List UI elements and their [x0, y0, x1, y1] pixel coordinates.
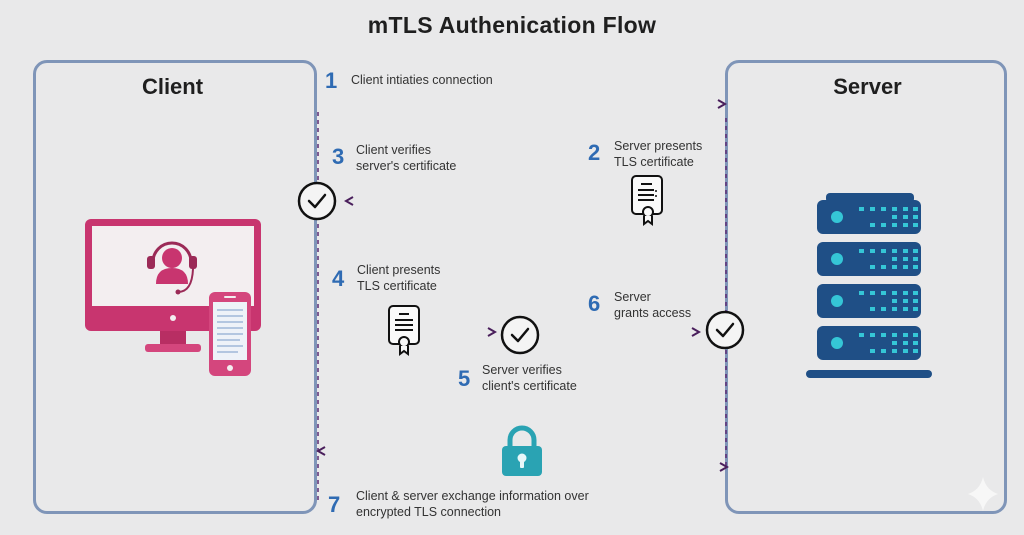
checkmark-circle-icon — [500, 315, 540, 355]
checkmark-circle-icon — [297, 181, 337, 221]
server-led — [903, 307, 908, 311]
server-led — [892, 341, 897, 345]
server-rack-icon — [806, 193, 932, 378]
server-led — [881, 291, 886, 295]
server-led — [903, 223, 908, 227]
step-text-line1: Client presents — [357, 263, 441, 277]
server-led — [870, 207, 875, 211]
server-led — [903, 265, 908, 269]
server-led — [903, 249, 908, 253]
server-led — [913, 299, 918, 303]
server-power-led — [831, 337, 843, 349]
step-text-line1: Client & server exchange information ove… — [356, 489, 589, 503]
step-number: 6 — [588, 291, 601, 316]
step-text-line1: Server verifies — [482, 363, 562, 377]
server-led — [892, 207, 897, 211]
server-led — [903, 349, 908, 353]
certificate-icon — [631, 175, 663, 226]
step-number: 1 — [325, 68, 338, 93]
step-text-line2: server's certificate — [356, 159, 457, 173]
server-led — [881, 207, 886, 211]
server-led — [913, 341, 918, 345]
padlock-icon — [502, 425, 542, 476]
server-led — [870, 333, 875, 337]
server-led — [913, 257, 918, 261]
server-power-led — [831, 211, 843, 223]
server-led — [892, 257, 897, 261]
step-text-line2: TLS certificate — [357, 279, 437, 293]
step-text: Client intiaties connection — [351, 73, 493, 87]
server-led — [903, 215, 908, 219]
server-led — [913, 215, 918, 219]
server-led — [859, 291, 864, 295]
checkmark-circle-icon — [705, 310, 745, 350]
smartphone-icon — [209, 292, 251, 376]
server-led — [870, 223, 875, 227]
server-led — [903, 333, 908, 337]
server-led — [870, 265, 875, 269]
step-text-line1: Server — [614, 290, 651, 304]
server-led — [913, 307, 918, 311]
client-label: Client — [141, 74, 204, 99]
server-led — [913, 291, 918, 295]
server-led — [903, 291, 908, 295]
sparkle-icon — [968, 477, 998, 511]
server-led — [892, 249, 897, 253]
step-text-line2: grants access — [614, 306, 692, 320]
server-led — [859, 249, 864, 253]
certificate-icon — [388, 305, 420, 356]
server-led — [892, 215, 897, 219]
diagram-title: mTLS Authenication Flow — [367, 12, 657, 38]
server-led — [881, 223, 886, 227]
rack-base — [806, 370, 932, 378]
server-led — [913, 223, 918, 227]
server-led — [881, 249, 886, 253]
step-number: 5 — [458, 366, 471, 391]
server-led — [913, 207, 918, 211]
server-led — [892, 223, 897, 227]
step-text-line2: client's certificate — [482, 379, 577, 393]
step-number: 4 — [332, 266, 345, 291]
client-panel — [33, 60, 317, 514]
server-led — [881, 307, 886, 311]
server-led — [903, 299, 908, 303]
server-power-led — [831, 295, 843, 307]
server-label: Server — [833, 74, 902, 99]
server-led — [892, 307, 897, 311]
server-led — [892, 291, 897, 295]
server-led — [870, 249, 875, 253]
step-number: 7 — [328, 492, 341, 517]
server-led — [859, 207, 864, 211]
server-led — [913, 349, 918, 353]
step-text-line1: Server presents — [614, 139, 703, 153]
server-led — [892, 333, 897, 337]
server-led — [881, 333, 886, 337]
step-text-line2: TLS certificate — [614, 155, 694, 169]
step-number: 3 — [332, 144, 345, 169]
server-led — [903, 341, 908, 345]
server-led — [870, 307, 875, 311]
server-led — [870, 349, 875, 353]
server-led — [859, 333, 864, 337]
step-text-line1: Client verifies — [356, 143, 432, 157]
server-led — [892, 299, 897, 303]
step-text-line2: encrypted TLS connection — [356, 505, 502, 519]
server-led — [870, 291, 875, 295]
server-led — [892, 265, 897, 269]
server-led — [903, 257, 908, 261]
server-led — [881, 349, 886, 353]
server-led — [913, 333, 918, 337]
step-number: 2 — [588, 140, 601, 165]
server-led — [903, 207, 908, 211]
server-led — [881, 265, 886, 269]
server-power-led — [831, 253, 843, 265]
server-led — [913, 265, 918, 269]
server-led — [913, 249, 918, 253]
server-led — [892, 349, 897, 353]
